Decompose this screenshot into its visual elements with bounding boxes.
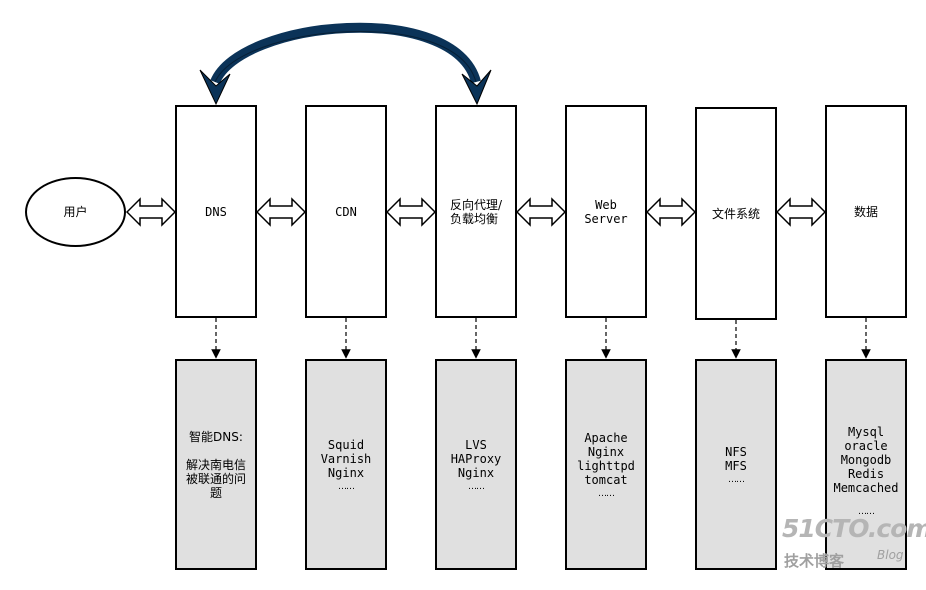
data-detail-box: Mysql oracle Mongodb Redis Memcached …… [825,359,907,570]
cdn-label: CDN [335,204,357,219]
double-arrow-proxy-web [515,197,567,227]
proxy-detail-box: LVS HAProxy Nginx …… [435,359,517,570]
data-detail-text: Mysql oracle Mongodb Redis Memcached [833,425,899,495]
web-detail-box: Apache Nginx lighttpd tomcat …… [565,359,647,570]
reverse-proxy-box: 反向代理/ 负载均衡 [435,105,517,318]
dashed-connectors [211,318,871,359]
cdn-detail-ellipsis: …… [337,481,355,492]
watermark-logo: 51CTO.com [782,514,926,543]
fs-detail-ellipsis: …… [728,474,745,485]
double-arrow-web-fs [645,197,697,227]
cdn-detail-text: Squid Varnish Nginx [320,437,372,480]
web-server-box: Web Server [565,105,647,318]
data-box: 数据 [825,105,907,318]
fs-detail-text: NFS MFS [725,444,747,473]
watermark-subtitle: 技术博客 [784,552,845,570]
double-arrow-fs-data [775,197,827,227]
proxy-detail-ellipsis: …… [467,481,485,492]
dns-box: DNS [175,105,257,318]
cdn-detail-box: Squid Varnish Nginx …… [305,359,387,570]
proxy-detail-text: LVS HAProxy Nginx [450,437,502,480]
data-label: 数据 [853,204,878,219]
file-system-box: 文件系统 [695,107,777,320]
double-arrow-dns-cdn [255,197,307,227]
fs-detail-box: NFS MFS …… [695,359,777,570]
watermark-blog: Blog [877,548,904,562]
horizontal-arrows [125,197,827,227]
dns-detail-text: 智能DNS: 解决南电信 被联通的问 题 [185,429,246,500]
cdn-box: CDN [305,105,387,318]
double-arrow-cdn-proxy [385,197,437,227]
curved-double-arrow [199,22,492,106]
file-system-label: 文件系统 [711,206,760,221]
double-arrow-user-dns [125,197,177,227]
reverse-proxy-label: 反向代理/ 负载均衡 [449,197,503,226]
web-detail-ellipsis: …… [597,488,615,499]
data-detail-ellipsis: …… [858,507,875,517]
user-label: 用户 [63,205,88,219]
dns-detail-box: 智能DNS: 解决南电信 被联通的问 题 [175,359,257,570]
dns-label: DNS [205,204,227,219]
user-node: 用户 [25,177,126,247]
web-detail-text: Apache Nginx lighttpd tomcat [577,430,635,487]
web-server-label: Web Server [584,197,628,226]
watermark: 51CTO.com 技术博客 Blog [782,514,926,578]
